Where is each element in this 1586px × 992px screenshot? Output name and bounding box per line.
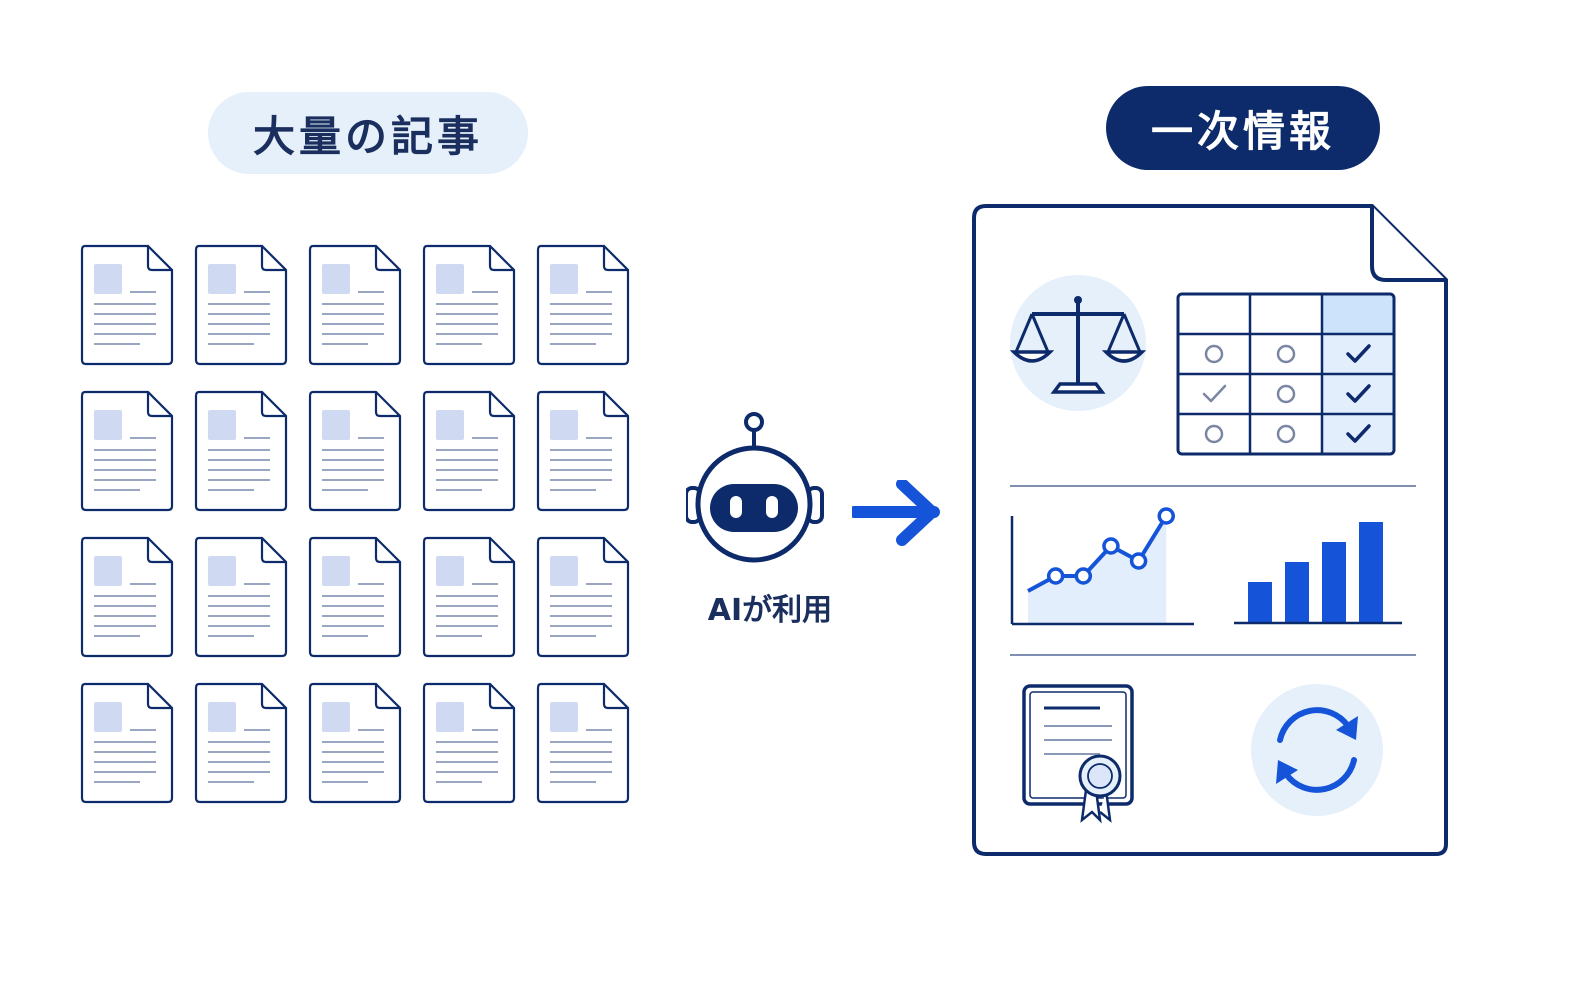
article-document-icon <box>308 536 402 658</box>
table-cell-circle-mark <box>1276 384 1296 404</box>
table-cell-circle-mark <box>1204 344 1224 364</box>
table-cell-check-mark <box>1346 424 1371 443</box>
article-document-icon <box>80 682 174 804</box>
certificate-icon <box>1022 684 1134 824</box>
comparison-table <box>1176 292 1396 456</box>
bar-chart <box>1234 522 1402 625</box>
article-document-icon <box>194 682 288 804</box>
article-document-icon <box>80 536 174 658</box>
article-document-icon <box>80 244 174 366</box>
article-grid <box>80 244 640 814</box>
scales-icon <box>1009 275 1147 411</box>
bar-chart-bar <box>1322 542 1346 622</box>
arrow-right-icon <box>852 480 940 546</box>
bar-chart-bar <box>1285 562 1309 622</box>
article-document-icon <box>194 390 288 512</box>
table-highlight-column <box>1322 334 1394 454</box>
line-chart-area <box>1028 516 1167 624</box>
article-document-icon <box>536 390 630 512</box>
article-document-icon <box>194 244 288 366</box>
table-cell-check-mark <box>1202 384 1227 403</box>
article-document-icon <box>536 244 630 366</box>
line-chart-point <box>1102 537 1120 555</box>
primary-info-heading: 一次情報 <box>1106 86 1380 170</box>
article-document-icon <box>536 536 630 658</box>
line-chart-point <box>1074 567 1093 585</box>
article-document-icon <box>422 682 516 804</box>
line-chart <box>1010 507 1194 626</box>
table-cell-check-mark <box>1346 344 1371 363</box>
article-document-icon <box>536 682 630 804</box>
article-document-icon <box>80 390 174 512</box>
article-document-icon <box>422 536 516 658</box>
line-chart-point <box>1046 567 1065 585</box>
bar-chart-bar <box>1359 522 1383 622</box>
table-cell-check-mark <box>1346 384 1371 403</box>
table-cell-circle-mark <box>1276 344 1296 364</box>
article-document-icon <box>308 390 402 512</box>
refresh-icon <box>1251 684 1383 816</box>
primary-info-document <box>972 204 1448 856</box>
line-chart-point <box>1157 507 1175 525</box>
articles-heading: 大量の記事 <box>208 92 528 174</box>
article-document-icon <box>308 682 402 804</box>
table-cell-circle-mark <box>1204 424 1224 444</box>
article-document-icon <box>422 390 516 512</box>
table-highlight-header <box>1322 294 1394 334</box>
article-document-icon <box>308 244 402 366</box>
article-document-icon <box>194 536 288 658</box>
document-fold <box>1370 206 1446 282</box>
ai-usage-label: AIが利用 <box>707 593 833 628</box>
robot-icon <box>686 412 824 563</box>
article-document-icon <box>422 244 516 366</box>
line-chart-point <box>1129 552 1148 570</box>
bar-chart-bar <box>1248 582 1272 622</box>
table-cell-circle-mark <box>1276 424 1296 444</box>
